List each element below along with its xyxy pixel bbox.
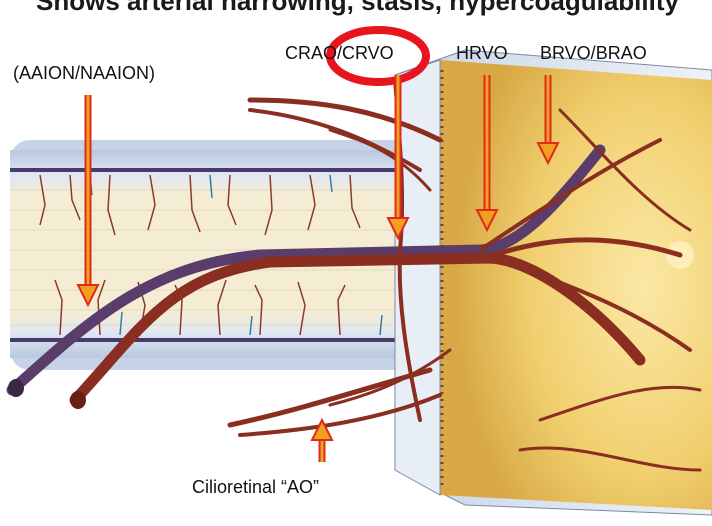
label-crao-crvo: CRAO/CRVO [285, 44, 394, 62]
label-brvo-brao: BRVO/BRAO [540, 44, 647, 62]
label-aaion-naaion: (AAION/NAAION) [13, 64, 155, 82]
label-hrvo: HRVO [456, 44, 508, 62]
label-cilioretinal-ao: Cilioretinal “AO” [192, 478, 319, 496]
header-text: Shows arterial narrowing, stasis, hyperc… [36, 0, 679, 14]
